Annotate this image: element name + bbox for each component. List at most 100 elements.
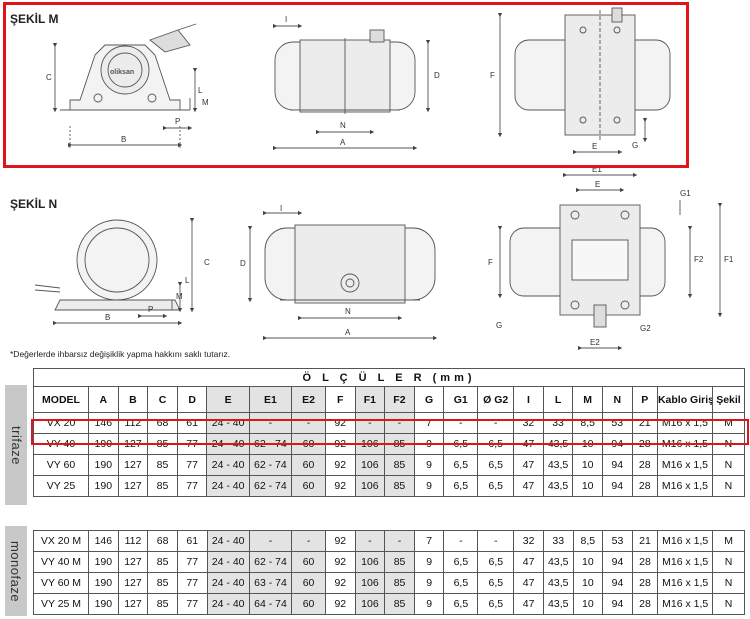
table-cell: 43,5	[542, 593, 574, 615]
n-label-e: E	[595, 180, 600, 189]
table-cell: 10	[572, 551, 604, 573]
table-cell: 24 - 40	[206, 475, 250, 497]
table-cell: 62 - 74	[248, 475, 293, 497]
table-cell: 127	[117, 475, 149, 497]
table-cell: VY 40	[33, 433, 89, 455]
header-g: G	[413, 386, 445, 413]
table-cell: M16 x 1,5	[657, 530, 714, 552]
table-cell: 77	[176, 475, 208, 497]
table-cell: 94	[602, 593, 633, 615]
table-cell: 28	[631, 551, 659, 573]
side-label-trifaze: trifaze	[5, 385, 27, 505]
table-cell: N	[712, 572, 745, 594]
table-cell: 60	[291, 475, 326, 497]
table-cell: 6,5	[477, 551, 515, 573]
table-cell: -	[354, 412, 386, 434]
table-cell: M16 x 1,5	[657, 572, 714, 594]
m-label-e: E	[592, 142, 597, 151]
header-e: E	[206, 386, 250, 413]
table-cell: 92	[324, 530, 356, 552]
table-cell: 6,5	[443, 551, 479, 573]
table-cell: 6,5	[477, 433, 515, 455]
table-cell: N	[712, 593, 745, 615]
table-cell: 85	[384, 475, 415, 497]
n-label-g: G	[496, 321, 502, 330]
table-cell: 77	[176, 454, 208, 476]
table-cell: 43,5	[542, 572, 574, 594]
n-label-i: I	[280, 204, 282, 213]
n-label-n: N	[345, 307, 351, 316]
n-label-m: M	[176, 292, 183, 301]
table-cell: VY 40 M	[32, 551, 90, 573]
table-cell: 43,5	[542, 551, 574, 573]
table-cell: 85	[147, 475, 178, 497]
header-ekil: Şekil	[711, 386, 746, 413]
m-label-f: F	[490, 71, 495, 80]
table-cell: M16 x 1,5	[656, 412, 713, 434]
table-cell: -	[477, 530, 515, 552]
table-cell: 21	[631, 530, 659, 552]
table-cell: 127	[117, 593, 149, 615]
table-cell: 47	[513, 593, 544, 615]
table-cell: 77	[176, 593, 208, 615]
technical-drawings: B C L M P I D N A F E G B C L M P I D N …	[34, 7, 734, 351]
header-model: MODEL	[33, 386, 89, 413]
table-cell: 9	[413, 454, 445, 476]
table-cell: 10	[572, 454, 603, 476]
table-cell: 8,5	[572, 412, 603, 434]
table-cell: 63 - 74	[248, 572, 293, 594]
table-cell: 85	[384, 454, 415, 476]
n-label-l: L	[185, 276, 190, 285]
table-cell: 92	[324, 412, 356, 434]
table-cell: 127	[117, 433, 149, 455]
table-cell: 106	[354, 454, 386, 476]
table-cell: 24 - 40	[206, 572, 250, 594]
table-cell: 92	[324, 593, 356, 615]
table-cell: 33	[542, 412, 574, 434]
m-side-view	[272, 23, 431, 151]
table-cell: 6,5	[443, 593, 479, 615]
table-cell: 24 - 40	[206, 551, 250, 573]
table-cell: 94	[602, 572, 633, 594]
table-cell: 94	[602, 551, 633, 573]
header-f2: F2	[384, 386, 415, 413]
table-cell: -	[384, 412, 415, 434]
table-cell: VX 20 M	[32, 530, 90, 552]
table-cell: 32	[513, 530, 544, 552]
table-cell: 10	[572, 475, 603, 497]
table-cell: 28	[631, 454, 658, 476]
table-cell: VY 60	[33, 454, 89, 476]
header-p: P	[631, 386, 658, 413]
table-cell: M	[712, 530, 745, 552]
table-cell: 47	[513, 551, 544, 573]
table-cell: 6,5	[477, 572, 515, 594]
side-label-monofaze: monofaze	[5, 526, 27, 616]
table-cell: 92	[324, 454, 356, 476]
table-cell: 6,5	[477, 593, 515, 615]
table-cell: 6,5	[443, 572, 479, 594]
m-label-m: M	[202, 98, 209, 107]
table-cell: 60	[291, 454, 326, 476]
table-cell: 43,5	[542, 454, 574, 476]
section-m-highlight-frame	[3, 2, 689, 168]
table-cell: 33	[542, 530, 574, 552]
table-cell: 106	[354, 551, 386, 573]
table-cell: 21	[631, 412, 658, 434]
header-kablo-giri-i: Kablo Girişi	[656, 386, 713, 413]
n-label-g2: G2	[640, 324, 651, 333]
table-cell: 190	[88, 572, 119, 594]
n-top-view	[497, 172, 723, 351]
m-label-g: G	[632, 141, 638, 150]
n-label-f1: F1	[724, 255, 734, 264]
table-cell: 28	[631, 593, 659, 615]
table-cell: 60	[291, 593, 326, 615]
header-m: M	[572, 386, 603, 413]
table-cell: 60	[291, 551, 326, 573]
table-cell: 127	[117, 572, 149, 594]
